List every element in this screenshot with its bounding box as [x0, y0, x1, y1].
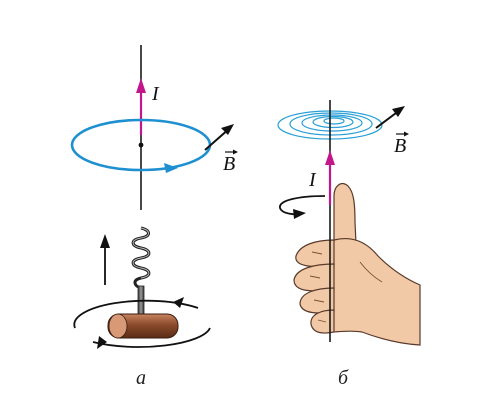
field-loop-arrowhead-a [164, 163, 178, 173]
motion-arrowhead-a [100, 234, 110, 248]
hand-palm [329, 237, 421, 346]
panel-b: B I б [277, 100, 421, 389]
current-label-a: I [151, 83, 160, 105]
wire-center-dot-a [138, 142, 144, 148]
curved-rotation-arrow-b [279, 195, 326, 216]
hand-finger-1 [295, 239, 335, 268]
vector-arrow-icon [221, 124, 234, 135]
right-hand-thumb-up-icon [293, 183, 421, 346]
panel-a: I B а [70, 45, 238, 389]
rotation-arrowhead-b [293, 209, 306, 219]
hand-finger-2 [293, 263, 335, 292]
panel-a-caption: а [136, 367, 146, 389]
current-arrowhead-b [325, 150, 335, 165]
rotation-arrowhead-bottom [97, 336, 107, 349]
field-loop-a-front [70, 144, 212, 172]
current-arrowhead-a [136, 78, 146, 93]
current-label-b: I [308, 169, 317, 191]
field-label-a: B [223, 153, 235, 175]
panel-b-caption: б [338, 367, 349, 389]
field-label-vector-tip-a [233, 149, 238, 155]
field-label-vector-tip-b [404, 131, 409, 137]
field-loop-a-back [70, 118, 212, 146]
hand-thumb [333, 183, 357, 251]
rotation-arrowhead-top [173, 297, 184, 308]
rotation-arrow-bottom [92, 327, 211, 348]
hand-creases [309, 251, 383, 323]
corkscrew-icon [73, 226, 211, 349]
corkscrew-handle-end [108, 313, 128, 339]
field-label-b: B [394, 135, 406, 157]
vector-arrow-icon-b [392, 106, 405, 117]
corkscrew-spiral-highlight [132, 227, 150, 279]
